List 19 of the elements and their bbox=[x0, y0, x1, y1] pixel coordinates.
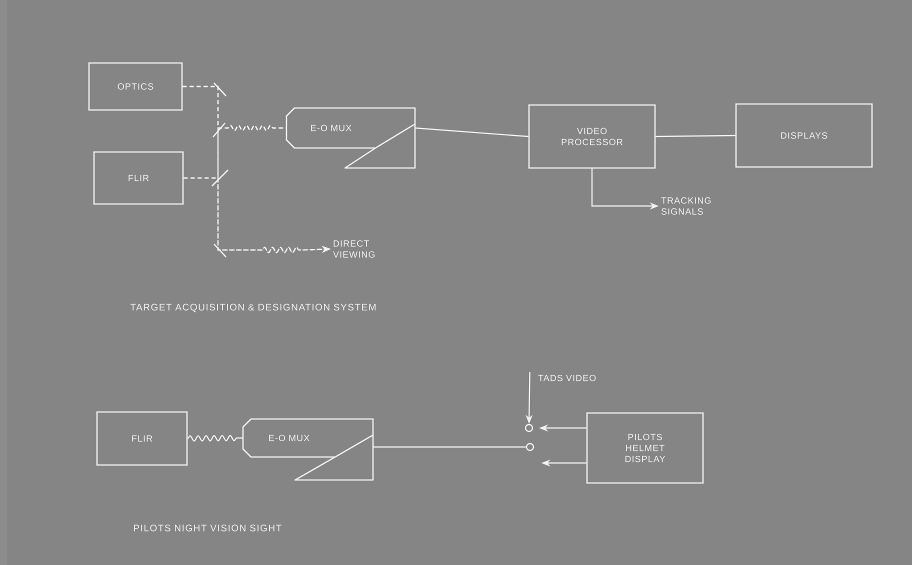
display-box: PILOTS HELMET DISPLAY bbox=[586, 412, 704, 484]
switch-contact bbox=[524, 424, 534, 432]
output-label: DIRECT VIEWING bbox=[333, 240, 375, 258]
connector-line bbox=[656, 134, 736, 138]
switch-contact bbox=[526, 442, 534, 452]
connector-line bbox=[187, 434, 243, 442]
connector-line bbox=[373, 446, 526, 448]
sensor-box: FLIR bbox=[93, 151, 184, 205]
sensor-box: FLIR bbox=[96, 411, 188, 466]
optics-box: OPTICS bbox=[88, 62, 183, 111]
mux-block: E-O MUX bbox=[286, 107, 416, 169]
connector-line bbox=[415, 127, 528, 138]
processor-box: VIDEO PROCESSOR bbox=[528, 104, 656, 169]
displays-box: DISPLAYS bbox=[735, 103, 873, 168]
section-title: PILOTS NIGHT VISION SIGHT bbox=[134, 524, 282, 532]
input-label: TADS VIDEO bbox=[538, 374, 596, 382]
output-label: TRACKING SIGNALS bbox=[661, 197, 711, 215]
mux-block: E-O MUX bbox=[242, 418, 374, 481]
section-title: TARGET ACQUISITION & DESIGNATION SYSTEM bbox=[130, 304, 376, 312]
